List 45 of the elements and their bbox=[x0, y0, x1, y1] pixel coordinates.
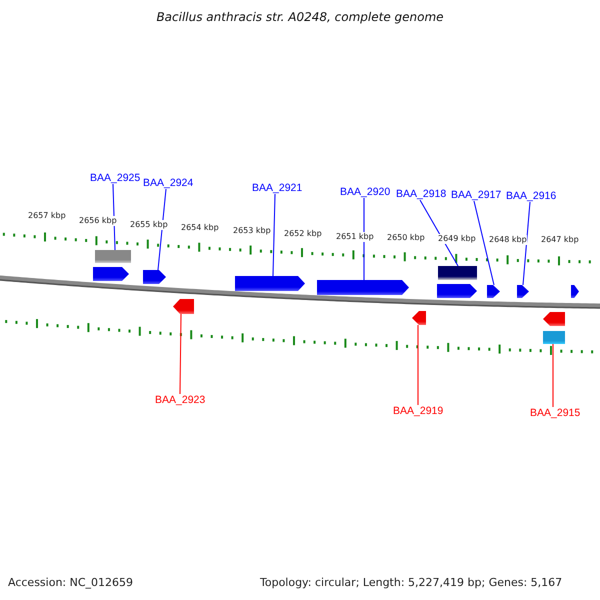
leader-line bbox=[552, 344, 554, 408]
gene-feature bbox=[143, 270, 166, 284]
scale-label: 2653 kbp bbox=[233, 226, 271, 236]
scale-label: 2654 kbp bbox=[181, 223, 219, 233]
gene-label: BAA_2917 bbox=[451, 189, 502, 201]
scale-label: 2657 kbp bbox=[28, 211, 66, 221]
genome-info-text: Topology: circular; Length: 5,227,419 bp; Genes: 5,167 bbox=[260, 576, 562, 589]
gene-label: BAA_2925 bbox=[90, 172, 140, 184]
leader-line bbox=[420, 200, 458, 266]
gene-label: BAA_2920 bbox=[340, 186, 390, 198]
gene-feature bbox=[437, 284, 477, 298]
gene-feature bbox=[93, 267, 129, 281]
gene-bar bbox=[95, 250, 131, 263]
leader-line bbox=[474, 200, 494, 286]
gene-label: BAA_2921 bbox=[252, 182, 302, 194]
gene-bar bbox=[438, 266, 477, 280]
scale-label: 2650 kbp bbox=[387, 233, 425, 243]
gene-label: BAA_2924 bbox=[143, 177, 194, 189]
gene-feature bbox=[543, 312, 565, 326]
gene-feature bbox=[317, 280, 409, 295]
leader-line bbox=[522, 202, 530, 286]
gene-bar bbox=[543, 331, 565, 344]
gene-feature bbox=[487, 285, 500, 298]
gene-label: BAA_2923 bbox=[155, 394, 206, 406]
accession-text: Accession: NC_012659 bbox=[8, 576, 134, 589]
scale-label: 2655 kbp bbox=[130, 220, 168, 230]
scale-label: 2651 kbp bbox=[336, 232, 374, 242]
scale-label: 2656 kbp bbox=[79, 216, 117, 226]
gene-feature bbox=[571, 285, 579, 298]
scale-label: 2647 kbp bbox=[541, 235, 579, 245]
gene-label: BAA_2918 bbox=[396, 188, 446, 200]
gene-label: BAA_2915 bbox=[530, 407, 580, 419]
scale-label: 2652 kbp bbox=[284, 229, 322, 239]
gene-feature bbox=[173, 299, 194, 314]
title: Bacillus anthracis str. A0248, complete genome bbox=[155, 10, 445, 24]
gene-label: BAA_2916 bbox=[506, 190, 556, 202]
gene-label: BAA_2919 bbox=[393, 405, 444, 417]
gene-feature bbox=[517, 285, 529, 298]
gene-feature bbox=[412, 311, 426, 325]
leader-line bbox=[272, 194, 276, 276]
leader-line bbox=[158, 188, 166, 270]
scale-label: 2648 kbp bbox=[489, 235, 527, 245]
gene-feature bbox=[235, 276, 305, 291]
leader-line bbox=[180, 314, 182, 394]
scale-label: 2649 kbp bbox=[438, 234, 476, 244]
